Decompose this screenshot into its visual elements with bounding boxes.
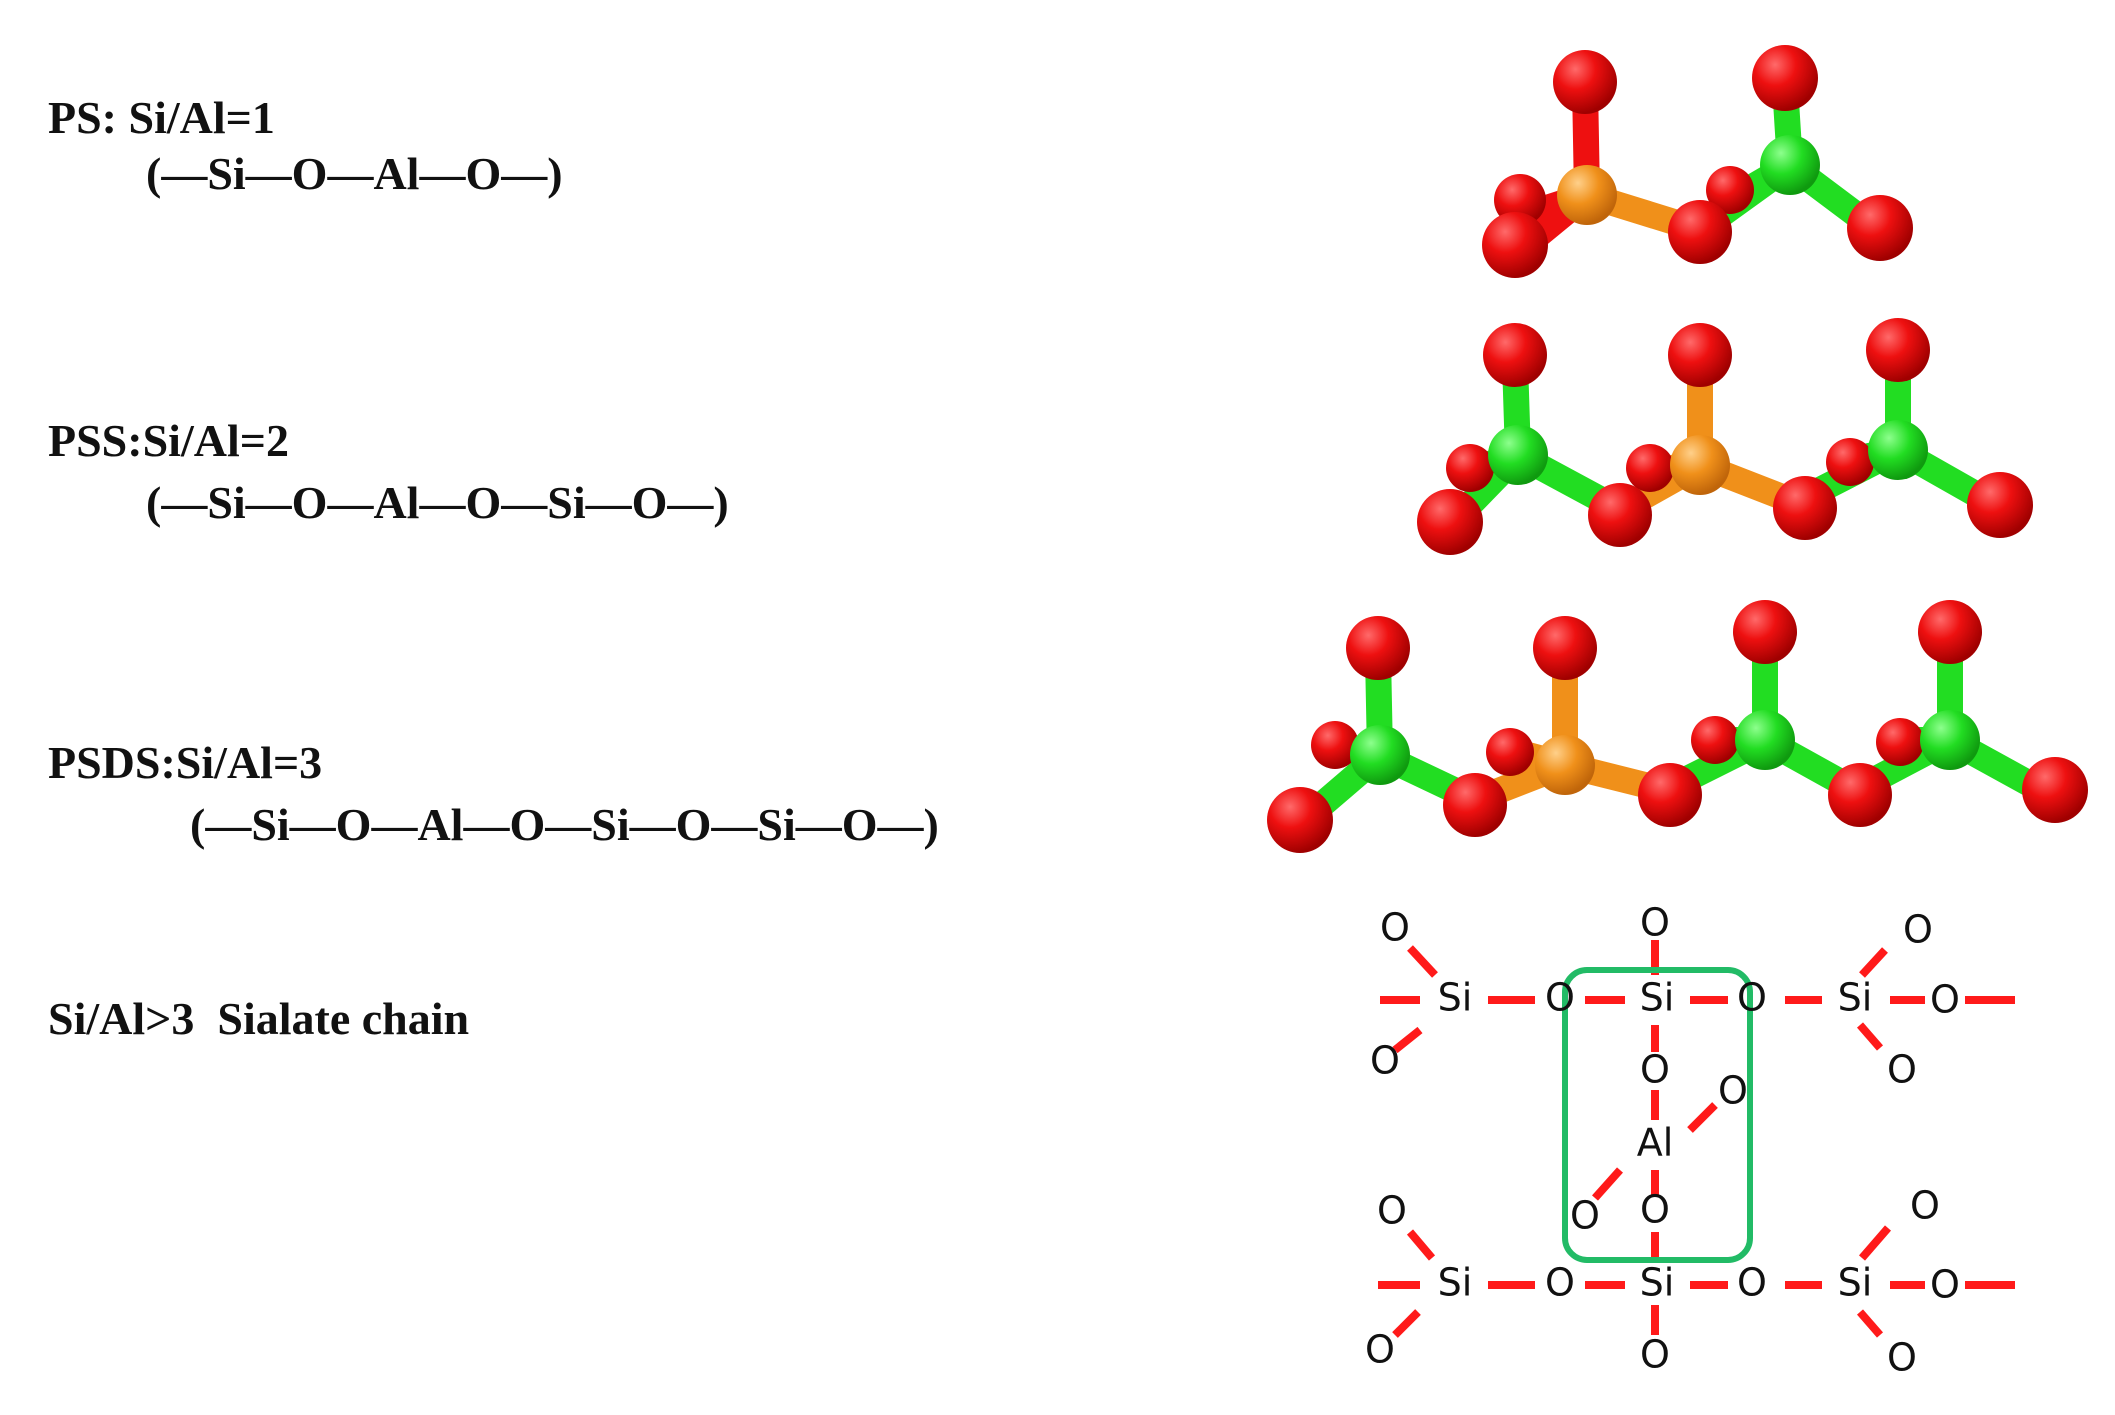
atom-si: Si — [1640, 976, 1675, 1020]
atom-o: O — [1718, 1069, 1748, 1113]
row-ps: PS: Si/Al=1 (—Si—O—Al—O—) — [48, 92, 563, 200]
psds-molecule — [1267, 600, 2088, 853]
atom-si: Si — [1838, 1261, 1873, 1305]
atom-o: O — [1887, 1048, 1917, 1092]
sialate-diagram — [1378, 940, 2015, 1338]
row-sialate: Si/Al>3 Sialate chain — [48, 993, 469, 1045]
atom-o: O — [1887, 1336, 1917, 1380]
atom-o: O — [1737, 1261, 1767, 1305]
ps-title: PS: Si/Al=1 — [48, 92, 275, 143]
atom-o: O — [1365, 1328, 1395, 1372]
atom-o: O — [1370, 1039, 1400, 1083]
row-psds: PSDS:Si/Al=3 (—Si—O—Al—O—Si—O—Si—O—) — [48, 737, 939, 851]
atom-o: O — [1640, 1048, 1670, 1092]
repeat-unit-highlight-box — [1562, 967, 1753, 1263]
atom-o: O — [1545, 1261, 1575, 1305]
atom-o: O — [1903, 908, 1933, 952]
pss-molecule — [1417, 318, 2033, 555]
atom-si: Si — [1640, 1261, 1675, 1305]
atom-o: O — [1570, 1194, 1600, 1238]
atom-si: Si — [1438, 1261, 1473, 1305]
atom-o: O — [1640, 901, 1670, 945]
atom-o: O — [1737, 976, 1767, 1020]
atom-si: Si — [1838, 976, 1873, 1020]
atom-si: Si — [1438, 976, 1473, 1020]
atom-o: O — [1640, 1188, 1670, 1232]
atom-o: O — [1930, 978, 1960, 1022]
atom-o: O — [1380, 906, 1410, 950]
sialate-title: Si/Al>3 Sialate chain — [48, 993, 470, 1044]
atom-o: O — [1545, 976, 1575, 1020]
atom-o: O — [1377, 1189, 1407, 1233]
pss-formula: (—Si—O—Al—O—Si—O—) — [146, 477, 729, 528]
psds-formula: (—Si—O—Al—O—Si—O—Si—O—) — [190, 799, 939, 850]
pss-title: PSS:Si/Al=2 — [48, 415, 289, 466]
sialate-atom-labels: O Si O O O Si O Si O O O O O Al O O O Si… — [1365, 901, 1960, 1380]
row-pss: PSS:Si/Al=2 (—Si—O—Al—O—Si—O—) — [48, 415, 729, 529]
atom-al: Al — [1637, 1121, 1674, 1165]
atom-o: O — [1640, 1333, 1670, 1377]
ps-molecule — [1482, 45, 1913, 278]
ps-formula: (—Si—O—Al—O—) — [146, 148, 563, 199]
atom-o: O — [1930, 1263, 1960, 1307]
atom-o: O — [1910, 1184, 1940, 1228]
psds-title: PSDS:Si/Al=3 — [48, 737, 323, 788]
